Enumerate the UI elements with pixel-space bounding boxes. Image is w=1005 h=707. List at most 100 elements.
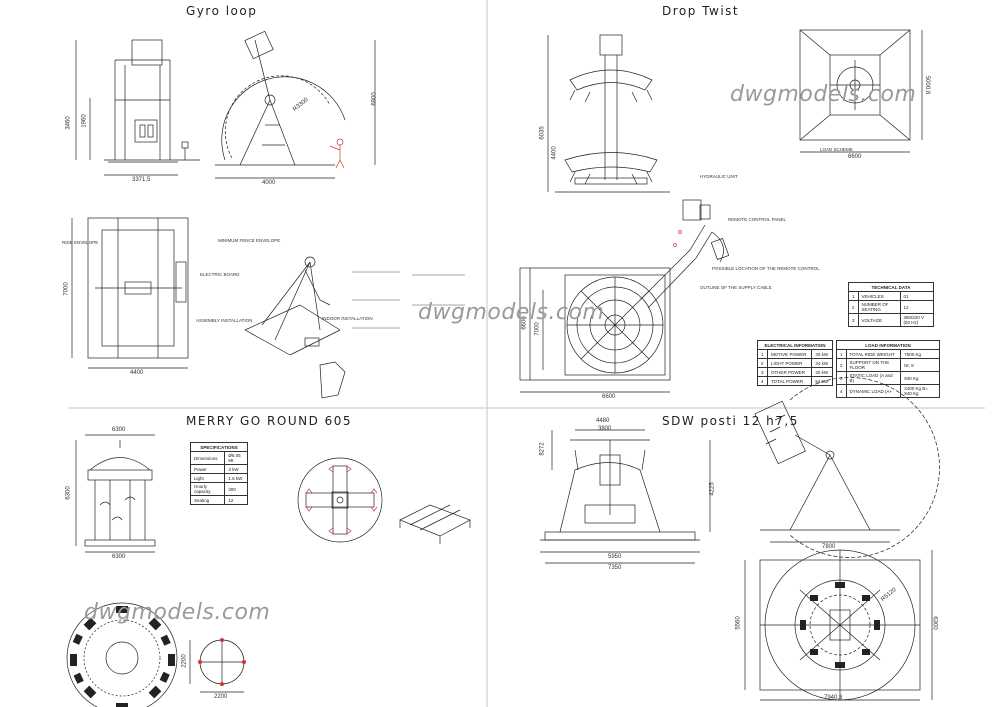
- watermark-center: dwgmodels.com: [418, 300, 605, 325]
- sdw-dim-plan-height-outer: 6300: [931, 616, 938, 630]
- gyro-label-indoor: INDOOR INSTALLATION: [322, 316, 373, 321]
- drop-elec-value: 34 kW: [811, 358, 833, 368]
- drop-dim-top-height: 5000,8: [924, 75, 931, 95]
- drop-elec-value: 54 kW: [811, 376, 833, 386]
- sdw-dim-side-width: 7800: [822, 544, 836, 550]
- gyro-dim-plan-length: 7000: [63, 282, 70, 296]
- drop-elec-key: TOTAL POWER: [766, 376, 813, 386]
- merry-spec-value: 3 kW: [224, 464, 248, 474]
- merry-spec-key: Light: [189, 473, 226, 483]
- gyro-front-elevation: [75, 39, 200, 176]
- merry-dim-support-width: 2200: [214, 694, 228, 700]
- watermark-bottom-left: dwgmodels.com: [84, 600, 271, 625]
- drop-tech-value: 01: [899, 291, 935, 301]
- sdw-dim-base-outer: 7350: [608, 565, 622, 571]
- drop-label-load-scheme: LOAD SCHEME: [820, 147, 853, 152]
- sdw-dim-top-inner: 3800: [598, 426, 612, 432]
- merry-spec-value: 12: [224, 495, 248, 505]
- drop-elec-key: OTHER POWER: [766, 367, 813, 377]
- drop-top-view: [799, 29, 923, 153]
- drop-elevation: [547, 34, 670, 193]
- drop-elec-num: 3: [757, 367, 768, 377]
- drop-load-title: LOAD INFORMATION: [836, 340, 940, 350]
- gyro-dim-height: 3460: [65, 116, 72, 130]
- gyro-dim-seat-height: 1960: [81, 114, 88, 128]
- sdw-dim-plan-height-inner: 5560: [735, 616, 742, 630]
- drop-elec-num: 2: [757, 358, 768, 368]
- drop-dim-column: 4400: [551, 146, 558, 160]
- drop-tech-num: 3: [848, 313, 859, 327]
- drop-elec-key: LIGHT POWER: [766, 358, 813, 368]
- drop-plan-view: [519, 267, 671, 393]
- gyro-loop-title: Gyro loop: [186, 4, 258, 18]
- sdw-dim-plan-width: 7940,8: [824, 695, 843, 701]
- sdw-plan-seats: [800, 582, 880, 668]
- merry-spec-value: 1.5 kW: [224, 473, 248, 483]
- drop-cable-markers: [673, 230, 682, 247]
- merry-dim-support-height: 2200: [181, 654, 188, 668]
- sdw-front-elevation: [540, 429, 711, 564]
- drop-tech-value: 12: [899, 300, 935, 314]
- sdw-dim-left-height: 8272: [539, 442, 546, 456]
- drop-dim-height: 6035: [539, 126, 546, 140]
- drop-load-key: DYNAMIC LOAD (A+: [845, 384, 902, 398]
- gyro-label-fence-envelope: MINIMUM FENCE ENVELOPE: [218, 238, 281, 243]
- drop-load-num: 2: [836, 358, 847, 372]
- gyro-dim-total-height: 6900: [371, 92, 378, 106]
- merry-support-points: [198, 638, 246, 686]
- drop-tech-key: VOLTAGE: [857, 313, 901, 327]
- drop-load-value: 2400 Kg B= 940 Kg: [900, 384, 940, 398]
- drop-tech-value: 380/220 V (50 Hz): [899, 313, 935, 327]
- gyro-dim-front-width: 3371,5: [132, 177, 151, 183]
- drop-elec-value: 20 kW: [811, 367, 833, 377]
- merry-spec-key: Dimensions: [189, 451, 226, 465]
- drop-elec-num: 1: [757, 349, 768, 359]
- drop-tech-title: TECHNICAL DATA: [848, 282, 934, 292]
- merry-spec-value: 300: [224, 482, 248, 496]
- gyro-person: [329, 138, 345, 169]
- drop-load-key: STATIC LOAD (A and B): [845, 371, 902, 385]
- drop-supply-cable: [639, 199, 730, 309]
- merry-seat-layout: [66, 602, 178, 707]
- drop-load-value: 940 Kg: [900, 371, 940, 385]
- drop-dim-plan-width: 6600: [602, 394, 616, 400]
- drop-label-supply-cable: OUTLINE OF THE SUPPLY CABLE: [700, 285, 772, 290]
- drop-elec-title: ELECTRICAL INFORMATION: [757, 340, 833, 350]
- drop-load-value: Nr. 8: [900, 358, 940, 372]
- drop-load-num: 4: [836, 384, 847, 398]
- gyro-isometric-view: [244, 256, 346, 399]
- drop-tech-key: VEHICLES: [857, 291, 901, 301]
- sdw-plan-view: [744, 549, 933, 701]
- sdw-dim-top-outer: 4480: [596, 418, 610, 424]
- sdw-side-elevation: [754, 377, 940, 558]
- merry-spec-value: Ø6.05 Mt: [224, 451, 248, 465]
- drop-dim-top-width: 6600: [848, 154, 862, 160]
- gyro-side-elevation: [215, 30, 376, 179]
- drop-elec-num: 4: [757, 376, 768, 386]
- gyro-plan-view: [71, 217, 189, 369]
- drop-label-remote-panel: REMOTE CONTROL PANEL: [728, 217, 787, 222]
- drop-load-num: 1: [836, 349, 847, 359]
- merry-spec-key: Power: [189, 464, 226, 474]
- merry-a-markers: [305, 465, 378, 535]
- drop-load-key: SUPPORT ON THE FLOOR: [845, 358, 902, 372]
- merry-dim-base: 6300: [112, 554, 126, 560]
- gyro-load-table-lines: [352, 271, 465, 329]
- gyro-dim-side-width: 4000: [262, 180, 276, 186]
- drop-load-num: 3: [836, 371, 847, 385]
- gyro-dim-plan-width: 4400: [130, 370, 144, 376]
- drop-twist-title: Drop Twist: [662, 4, 740, 18]
- merry-seats: [70, 606, 175, 707]
- watermark-top-right: dwgmodels.com: [730, 82, 917, 107]
- drop-tech-num: 2: [848, 300, 859, 314]
- drop-elec-value: 30 kW: [811, 349, 833, 359]
- merry-dim-height: 6300: [65, 486, 72, 500]
- merry-support-plan: [189, 639, 245, 693]
- merry-spec-key: Seating: [189, 495, 226, 505]
- drop-label-hydraulic-unit: HYDRAULIC UNIT: [700, 174, 738, 179]
- merry-base-frame-isometric: [399, 504, 471, 544]
